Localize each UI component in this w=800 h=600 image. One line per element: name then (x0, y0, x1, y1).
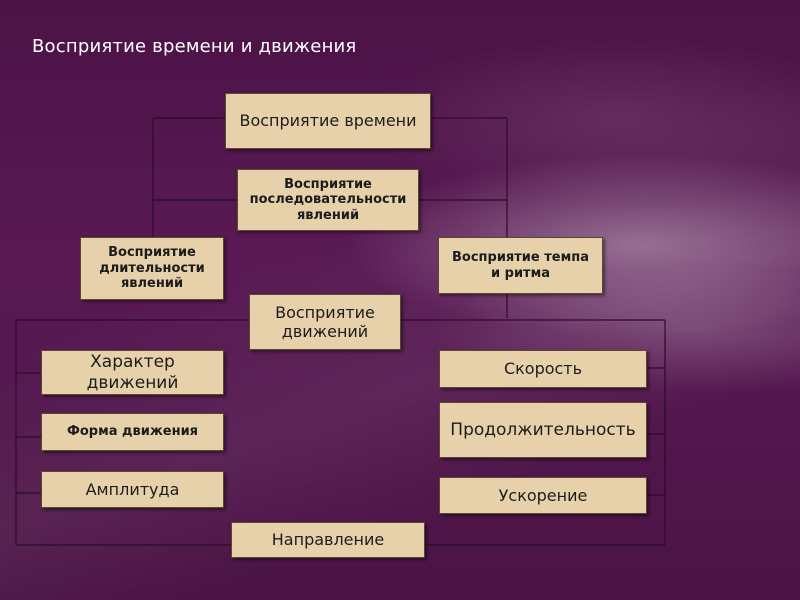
direction-box: Направление (231, 522, 425, 558)
motion-form-box: Форма движения (41, 413, 224, 451)
perception-sequence-box: Восприятие последовательности явлений (237, 169, 419, 231)
perception-time-label: Восприятие времени (239, 111, 417, 131)
motion-form-label: Форма движения (66, 424, 199, 440)
duration-label: Продолжительность (450, 419, 636, 440)
speed-label: Скорость (503, 359, 583, 379)
amplitude-box: Амплитуда (41, 471, 224, 508)
duration-box: Продолжительность (439, 402, 647, 458)
perception-duration-box: Восприятие длительности явлений (80, 237, 224, 300)
perception-motion-box: Восприятие движений (249, 294, 401, 350)
slide-title: Восприятие времени и движения (32, 36, 357, 57)
perception-sequence-label: Восприятие последовательности явлений (249, 176, 407, 223)
amplitude-label: Амплитуда (85, 479, 180, 499)
motion-character-label: Характер движений (86, 352, 179, 393)
perception-motion-label: Восприятие движений (275, 302, 375, 341)
perception-tempo-label: Восприятие темпа и ритма (451, 249, 589, 281)
perception-duration-label: Восприятие длительности явлений (99, 245, 205, 292)
direction-label: Направление (271, 530, 385, 550)
motion-character-box: Характер движений (41, 350, 224, 395)
speed-box: Скорость (439, 350, 647, 388)
acceleration-box: Ускорение (439, 477, 647, 514)
perception-tempo-box: Восприятие темпа и ритма (438, 237, 603, 294)
perception-time-box: Восприятие времени (225, 93, 431, 149)
acceleration-label: Ускорение (498, 485, 588, 505)
